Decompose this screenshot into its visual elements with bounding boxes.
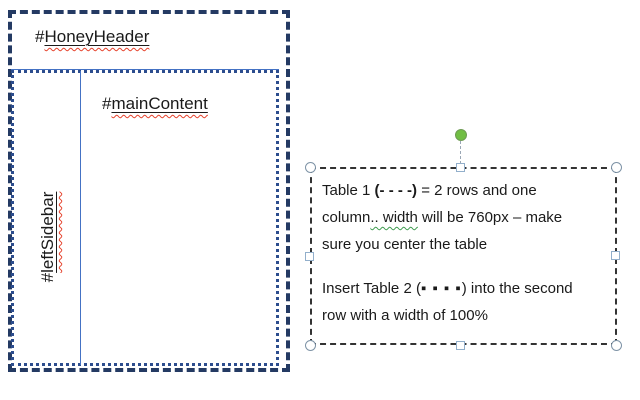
note-paragraph-2: Insert Table 2 (▪ ▪ ▪ ▪) into the second… [322,275,605,329]
resize-handle-top-right[interactable] [611,162,622,173]
resize-handle-right-middle[interactable] [611,251,620,260]
grammar-flagged-text: .. width [370,209,418,226]
wireframe-outer-box[interactable] [8,10,290,372]
rotation-connector-line [460,141,461,164]
resize-handle-left-middle[interactable] [305,252,314,261]
note-paragraph-1: Table 1 (- - - -) = 2 rows and one colum… [322,177,605,258]
resize-handle-bottom-left[interactable] [305,340,316,351]
honey-header-label: #HoneyHeader [35,27,149,47]
table1-dash-style: (- - - -) [374,182,418,199]
left-sidebar-label: #leftSidebar [38,172,58,302]
resize-handle-bottom-right[interactable] [611,340,622,351]
main-content-label: #mainContent [102,94,208,114]
hash-prefix: # [38,272,57,283]
wireframe-inner-box[interactable] [11,70,279,366]
table2-square-dot-style: ▪ ▪ ▪ ▪ [420,280,462,297]
note-textbox[interactable]: Table 1 (- - - -) = 2 rows and one colum… [310,167,617,345]
note-line: column.. width will be 760px – make [322,209,563,226]
note-line: sure you center the table [322,236,488,253]
rotation-handle[interactable] [455,129,467,141]
resize-handle-top-left[interactable] [305,162,316,173]
note-line: Table 1 (- - - -) = 2 rows and one [322,182,537,199]
main-content-text: mainContent [111,94,208,113]
honey-header-text: HoneyHeader [44,27,150,46]
hash-prefix: # [35,27,45,46]
resize-handle-top-middle[interactable] [456,163,465,172]
note-line: Insert Table 2 (▪ ▪ ▪ ▪) into the second [322,280,573,297]
header-content-divider-line [11,69,279,70]
left-sidebar-text: leftSidebar [38,191,57,273]
resize-handle-bottom-middle[interactable] [456,341,465,350]
sidebar-divider-line [80,71,81,365]
hash-prefix: # [102,94,112,113]
note-line: row with a width of 100% [322,307,488,324]
